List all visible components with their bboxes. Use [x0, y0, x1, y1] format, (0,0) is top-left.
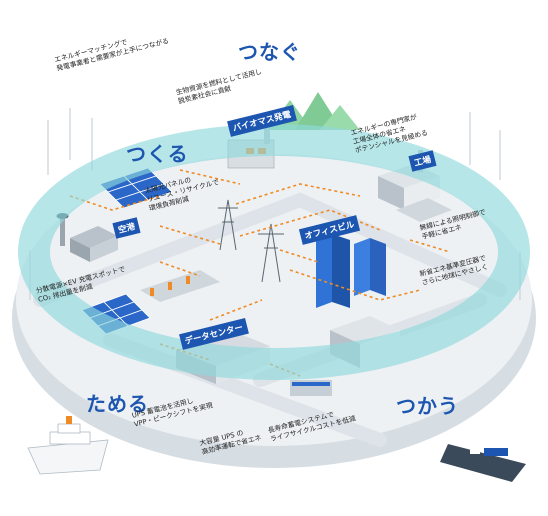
passenger-ship — [27, 416, 109, 475]
container-ship — [440, 444, 526, 482]
power-pylons — [218, 199, 284, 283]
ev-charging-station — [140, 270, 220, 302]
headline-store: ためる — [86, 392, 149, 416]
connection-ring — [18, 124, 530, 380]
island-ground — [16, 154, 532, 446]
headline-make: つくる — [126, 142, 189, 166]
headline-connect: つなぐ — [238, 40, 301, 64]
headline-use: つかう — [396, 394, 459, 418]
office-towers — [316, 234, 386, 308]
